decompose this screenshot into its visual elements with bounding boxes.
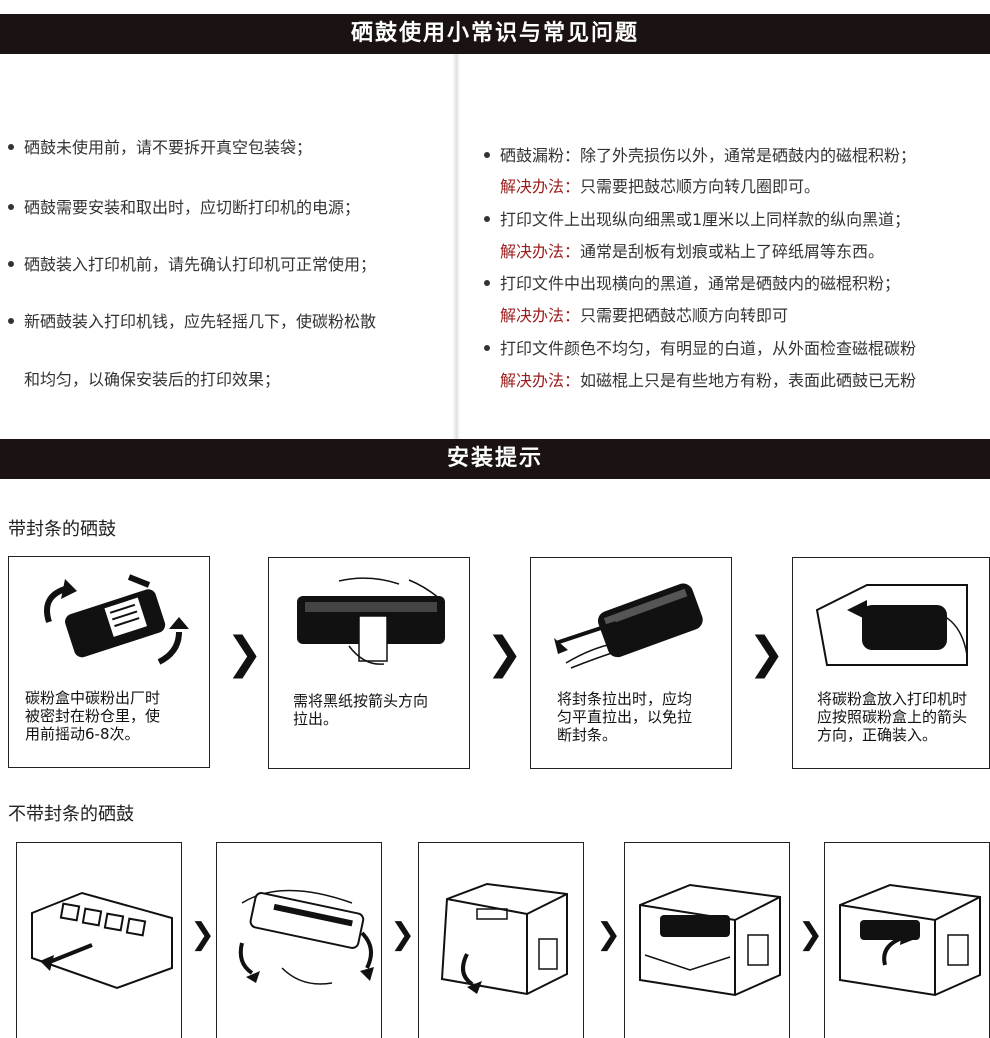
solution-label: 解决办法： — [500, 371, 581, 390]
section-title-tips: 硒鼓使用小常识与常见问题 — [0, 14, 990, 54]
tip-text: 硒鼓装入打印机前，请先确认打印机可正常使用； — [24, 255, 377, 274]
faq-problem: 打印文件颜色不均匀，有明显的白道，从外面检查磁棍碳粉 — [484, 335, 916, 359]
faq-problem-text: 打印文件上出现纵向细黑或1厘米以上同样款的纵向黑道； — [500, 210, 911, 229]
printer-illustration — [440, 882, 568, 996]
step-box-noseal-3 — [418, 842, 584, 1038]
next-step-arrow-icon: ❯ — [798, 917, 824, 952]
insert-cartridge-illustration — [815, 584, 968, 666]
next-step-arrow-icon: ❯ — [390, 917, 416, 952]
next-step-arrow-icon: ❯ — [596, 917, 622, 952]
caption-line: 匀平直拉出，以免拉 — [557, 708, 693, 726]
bullet-icon — [8, 143, 14, 150]
solution-text: 通常是刮板有划痕或粘上了碎纸屑等东西。 — [580, 242, 885, 261]
tips-panel: 硒鼓未使用前，请不要拆开真空包装袋； 硒鼓需要安装和取出时，应切断打印机的电源；… — [0, 54, 990, 439]
tip-text: 硒鼓需要安装和取出时，应切断打印机的电源； — [24, 198, 361, 217]
printer-open-illustration — [639, 883, 781, 997]
printer-close-illustration — [839, 883, 981, 997]
step-box-noseal-4 — [624, 842, 790, 1038]
caption-line: 将碳粉盒放入打印机时 — [817, 690, 968, 708]
step-box-shake: 碳粉盒中碳粉出厂时 被密封在粉仓里，使 用前摇动6-8次。 — [8, 556, 210, 768]
shake-cartridge-illustration — [44, 574, 189, 665]
caption-line: 需将黑纸按箭头方向 — [293, 692, 429, 710]
faq-problem-text: 硒鼓漏粉：除了外壳损伤以外，通常是硒鼓内的磁棍积粉； — [500, 146, 917, 165]
solution-label: 解决办法： — [500, 242, 581, 261]
tip-item: 硒鼓装入打印机前，请先确认打印机可正常使用； — [8, 251, 376, 275]
faq-solution: 解决办法：如磁棍上只是有些地方有粉，表面此硒鼓已无粉 — [500, 367, 916, 391]
step-caption: 将封条拉出时，应均 匀平直拉出，以免拉 断封条。 — [557, 690, 692, 744]
caption-line: 将封条拉出时，应均 — [557, 690, 693, 708]
caption-line: 被密封在粉仓里，使 — [25, 707, 161, 725]
step-box-insert: 将碳粉盒放入打印机时 应按照碳粉盒上的箭头 方向，正确装入。 — [792, 557, 990, 769]
solution-text: 只需要把鼓芯顺方向转几圈即可。 — [580, 177, 821, 196]
column-divider — [452, 54, 460, 439]
next-step-arrow-icon: ❯ — [486, 628, 523, 679]
faq-solution: 解决办法：只需要把硒鼓芯顺方向转即可 — [500, 302, 788, 326]
caption-line: 用前摇动6-8次。 — [25, 725, 140, 743]
tip-text: 新硒鼓装入打印机钱，应先轻摇几下，使碳粉松散 — [24, 312, 377, 331]
bullet-icon — [8, 203, 14, 210]
pull-seal-illustration — [554, 583, 703, 669]
bullet-icon — [8, 260, 14, 267]
shake-cartridge-illustration — [238, 889, 374, 985]
bullet-icon — [484, 215, 490, 222]
tip-item: 硒鼓未使用前，请不要拆开真空包装袋； — [8, 134, 312, 158]
step-box-pull-paper: 需将黑纸按箭头方向 拉出。 — [268, 557, 470, 769]
caption-line: 碳粉盒中碳粉出厂时 — [25, 689, 161, 707]
faq-problem: 打印文件上出现纵向细黑或1厘米以上同样款的纵向黑道； — [484, 206, 910, 230]
step-caption: 需将黑纸按箭头方向 拉出。 — [293, 692, 428, 728]
pull-paper-illustration — [297, 577, 445, 665]
cartridge-illustration — [31, 891, 173, 990]
bullet-icon — [484, 344, 490, 351]
bullet-icon — [484, 279, 490, 286]
step-box-pull-seal: 将封条拉出时，应均 匀平直拉出，以免拉 断封条。 — [530, 557, 732, 769]
tip-item: 新硒鼓装入打印机钱，应先轻摇几下，使碳粉松散 — [8, 308, 376, 332]
caption-line: 拉出。 — [293, 710, 339, 728]
solution-label: 解决办法： — [500, 306, 581, 325]
section-title-install: 安装提示 — [0, 439, 990, 479]
tip-item-continued: 和均匀，以确保安装后的打印效果； — [24, 366, 280, 390]
faq-problem: 打印文件中出现横向的黑道，通常是硒鼓内的磁棍积粉； — [484, 270, 900, 294]
bullet-icon — [8, 317, 14, 324]
step-box-noseal-5 — [824, 842, 990, 1038]
caption-line: 应按照碳粉盒上的箭头 — [817, 708, 968, 726]
caption-line: 断封条。 — [557, 726, 618, 744]
faq-problem-text: 打印文件中出现横向的黑道，通常是硒鼓内的磁棍积粉； — [500, 274, 901, 293]
heading-without-seal: 不带封条的硒鼓 — [8, 804, 134, 825]
step-caption: 将碳粉盒放入打印机时 应按照碳粉盒上的箭头 方向，正确装入。 — [817, 690, 967, 744]
step-box-noseal-2 — [216, 842, 382, 1038]
tip-text: 和均匀，以确保安装后的打印效果； — [24, 370, 281, 389]
solution-text: 如磁棍上只是有些地方有粉，表面此硒鼓已无粉 — [580, 371, 917, 390]
faq-problem-text: 打印文件颜色不均匀，有明显的白道，从外面检查磁棍碳粉 — [500, 339, 917, 358]
faq-solution: 解决办法：通常是刮板有划痕或粘上了碎纸屑等东西。 — [500, 238, 884, 262]
step-box-noseal-1 — [16, 842, 182, 1038]
solution-label: 解决办法： — [500, 177, 581, 196]
faq-solution: 解决办法：只需要把鼓芯顺方向转几圈即可。 — [500, 173, 820, 197]
tip-text: 硒鼓未使用前，请不要拆开真空包装袋； — [24, 138, 313, 157]
bullet-icon — [484, 151, 490, 158]
next-step-arrow-icon: ❯ — [190, 917, 216, 952]
solution-text: 只需要把硒鼓芯顺方向转即可 — [580, 306, 789, 325]
next-step-arrow-icon: ❯ — [748, 628, 785, 679]
tip-item: 硒鼓需要安装和取出时，应切断打印机的电源； — [8, 194, 360, 218]
step-caption: 碳粉盒中碳粉出厂时 被密封在粉仓里，使 用前摇动6-8次。 — [25, 689, 160, 743]
caption-line: 方向，正确装入。 — [817, 726, 938, 744]
faq-problem: 硒鼓漏粉：除了外壳损伤以外，通常是硒鼓内的磁棍积粉； — [484, 142, 916, 166]
heading-with-seal: 带封条的硒鼓 — [8, 519, 116, 540]
next-step-arrow-icon: ❯ — [226, 628, 263, 679]
faq-right-column: 硒鼓漏粉：除了外壳损伤以外，通常是硒鼓内的磁棍积粉； 解决办法：只需要把鼓芯顺方… — [0, 54, 990, 439]
tips-left-column: 硒鼓未使用前，请不要拆开真空包装袋； 硒鼓需要安装和取出时，应切断打印机的电源；… — [0, 54, 450, 439]
